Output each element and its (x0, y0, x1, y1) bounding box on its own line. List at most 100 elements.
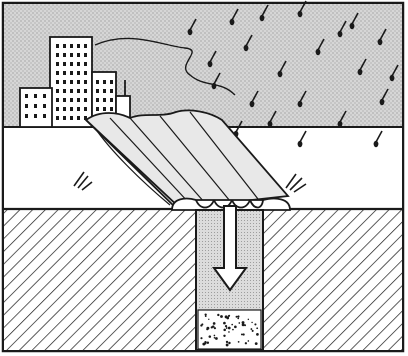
window (63, 71, 66, 75)
gravel-speck (205, 315, 207, 317)
gravel-speck (213, 322, 216, 325)
gravel-speck (228, 315, 230, 317)
window (43, 94, 46, 98)
gravel-speck (226, 327, 228, 329)
window (63, 107, 66, 111)
window (103, 98, 106, 102)
gravel-speck (212, 325, 214, 327)
gravel-speck (254, 323, 256, 325)
gravel-speck (255, 342, 258, 345)
gravel-speck (214, 335, 216, 337)
window (25, 94, 28, 98)
window (70, 116, 73, 120)
gravel-speck (242, 333, 244, 335)
window (77, 116, 80, 120)
window (70, 44, 73, 48)
window (63, 62, 66, 66)
window (63, 98, 66, 102)
gravel-speck (228, 327, 231, 330)
gravel-speck (241, 334, 243, 336)
window (84, 107, 87, 111)
window (63, 80, 66, 84)
window (56, 71, 59, 75)
gravel-speck (256, 333, 259, 336)
gravel-speck (226, 317, 229, 320)
window (84, 71, 87, 75)
window (70, 53, 73, 57)
window (56, 89, 59, 93)
gravel-speck (236, 316, 238, 318)
gravel-speck (242, 323, 245, 326)
window (34, 94, 37, 98)
window (84, 44, 87, 48)
soil-left (4, 209, 196, 350)
gravel-speck (256, 327, 258, 329)
gravel-speck (231, 324, 233, 326)
window (56, 116, 59, 120)
gravel-speck (251, 322, 252, 323)
window (70, 62, 73, 66)
window (96, 89, 99, 93)
window (84, 53, 87, 57)
window (70, 80, 73, 84)
window (34, 114, 37, 118)
window (103, 89, 106, 93)
window (103, 107, 106, 111)
window (56, 62, 59, 66)
window (84, 98, 87, 102)
window (77, 53, 80, 57)
window (96, 98, 99, 102)
window (77, 89, 80, 93)
window (70, 107, 73, 111)
gravel-speck (200, 337, 202, 339)
gravel-speck (207, 342, 209, 344)
window (56, 98, 59, 102)
window (84, 89, 87, 93)
gravel-speck (226, 344, 229, 347)
gravel-speck (226, 341, 228, 343)
window (63, 116, 66, 120)
gravel-speck (237, 317, 239, 319)
window (103, 80, 106, 84)
gravel-speck (245, 342, 247, 344)
gravel-speck (215, 337, 218, 340)
window (77, 62, 80, 66)
window (70, 89, 73, 93)
soil-right (263, 209, 402, 350)
window (63, 53, 66, 57)
gravel-speck (252, 330, 254, 332)
gravel-speck (206, 328, 208, 330)
window (77, 44, 80, 48)
gravel-speck (248, 319, 249, 320)
window (84, 62, 87, 66)
window (96, 107, 99, 111)
gravel-speck (205, 343, 207, 345)
window (70, 98, 73, 102)
gravel-speck (234, 326, 237, 329)
gravel-speck (248, 340, 250, 342)
window (63, 89, 66, 93)
gravel-speck (238, 341, 240, 343)
window (25, 104, 28, 108)
gravel-speck (225, 325, 227, 327)
window (77, 71, 80, 75)
gravel-speck (220, 315, 223, 318)
window (77, 98, 80, 102)
window (110, 80, 113, 84)
window (56, 53, 59, 57)
gravel-speck (251, 328, 253, 330)
gravel-speck (223, 329, 226, 332)
window (77, 107, 80, 111)
gravel-speck (228, 331, 230, 333)
gravel-speck (237, 315, 239, 317)
gravel-speck (238, 322, 240, 324)
window (110, 107, 113, 111)
gravel-speck (223, 335, 225, 337)
gravel-speck (232, 329, 234, 331)
gravel-speck (223, 322, 226, 325)
window (77, 80, 80, 84)
window (34, 104, 37, 108)
window (96, 80, 99, 84)
window (84, 80, 87, 84)
